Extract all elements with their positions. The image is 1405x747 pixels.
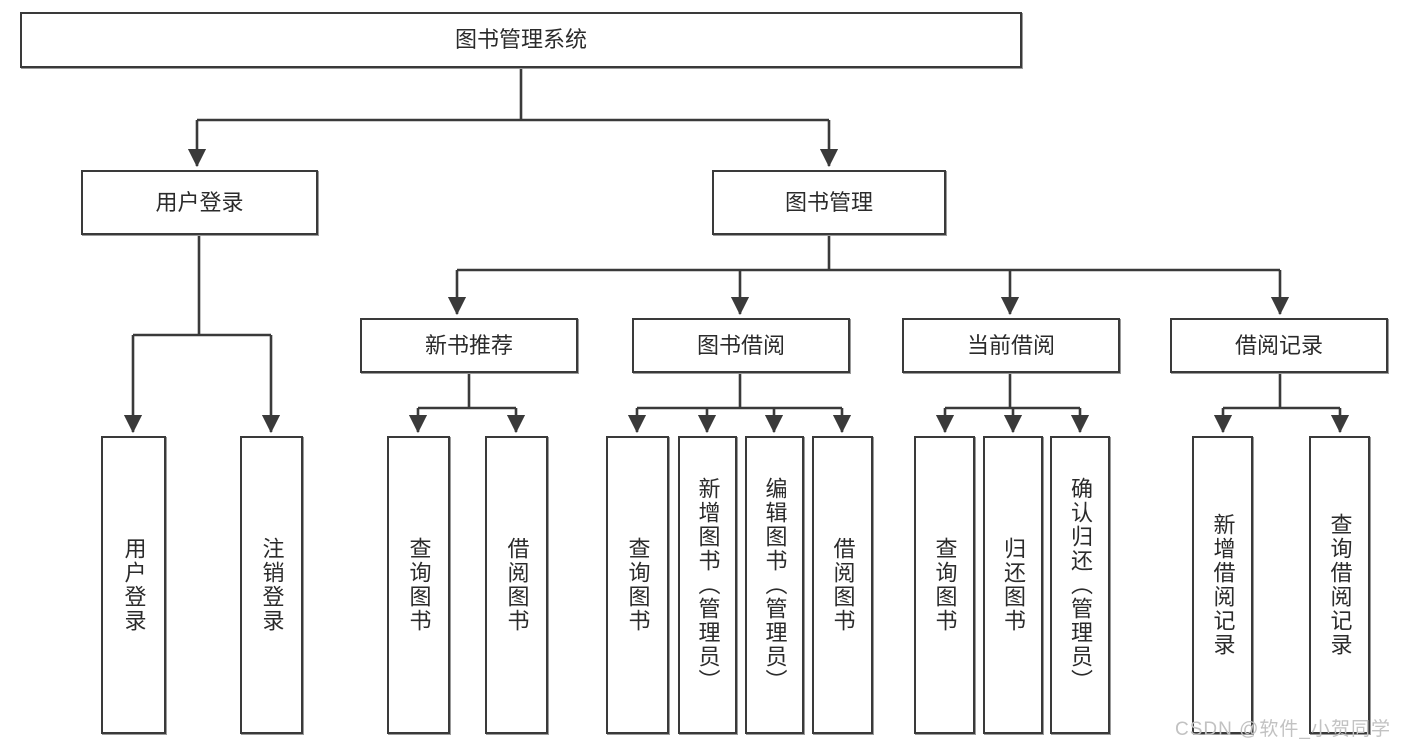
node-new-book-recommend[interactable]: 新书推荐: [360, 318, 578, 373]
node-leaf-logout-login-label: 注销登录: [259, 537, 285, 633]
node-leaf-edit-book-label: 编辑图书（管理员）: [762, 477, 788, 693]
node-leaf-logout-login[interactable]: 注销登录: [240, 436, 303, 734]
node-leaf-borrow-book-1[interactable]: 借阅图书: [485, 436, 548, 734]
node-leaf-return-book[interactable]: 归还图书: [983, 436, 1043, 734]
node-leaf-return-book-label: 归还图书: [1000, 537, 1026, 633]
node-borrow-record[interactable]: 借阅记录: [1170, 318, 1388, 373]
node-book-management[interactable]: 图书管理: [712, 170, 946, 235]
node-leaf-query-book-3-label: 查询图书: [932, 537, 958, 633]
node-user-login[interactable]: 用户登录: [81, 170, 318, 235]
node-leaf-borrow-book-2[interactable]: 借阅图书: [812, 436, 873, 734]
node-leaf-query-book-1[interactable]: 查询图书: [387, 436, 450, 734]
node-root-system[interactable]: 图书管理系统: [20, 12, 1022, 68]
node-leaf-query-book-3[interactable]: 查询图书: [914, 436, 975, 734]
node-leaf-query-record-label: 查询借阅记录: [1327, 513, 1353, 657]
csdn-watermark: CSDN @软件_小贺同学: [1175, 719, 1391, 740]
node-current-borrow[interactable]: 当前借阅: [902, 318, 1120, 373]
node-leaf-query-book-1-label: 查询图书: [406, 537, 432, 633]
node-leaf-query-record[interactable]: 查询借阅记录: [1309, 436, 1370, 734]
node-leaf-confirm-return-label: 确认归还（管理员）: [1067, 477, 1093, 693]
node-leaf-add-book-label: 新增图书（管理员）: [695, 477, 721, 693]
node-leaf-confirm-return[interactable]: 确认归还（管理员）: [1050, 436, 1110, 734]
node-leaf-add-record-label: 新增借阅记录: [1210, 513, 1236, 657]
node-leaf-add-record[interactable]: 新增借阅记录: [1192, 436, 1253, 734]
node-leaf-borrow-book-2-label: 借阅图书: [830, 537, 856, 633]
node-leaf-edit-book[interactable]: 编辑图书（管理员）: [745, 436, 804, 734]
node-leaf-query-book-2[interactable]: 查询图书: [606, 436, 669, 734]
node-leaf-user-login[interactable]: 用户登录: [101, 436, 166, 734]
node-leaf-add-book[interactable]: 新增图书（管理员）: [678, 436, 737, 734]
node-leaf-query-book-2-label: 查询图书: [625, 537, 651, 633]
node-leaf-user-login-label: 用户登录: [121, 537, 147, 633]
node-book-borrow[interactable]: 图书借阅: [632, 318, 850, 373]
node-leaf-borrow-book-1-label: 借阅图书: [504, 537, 530, 633]
